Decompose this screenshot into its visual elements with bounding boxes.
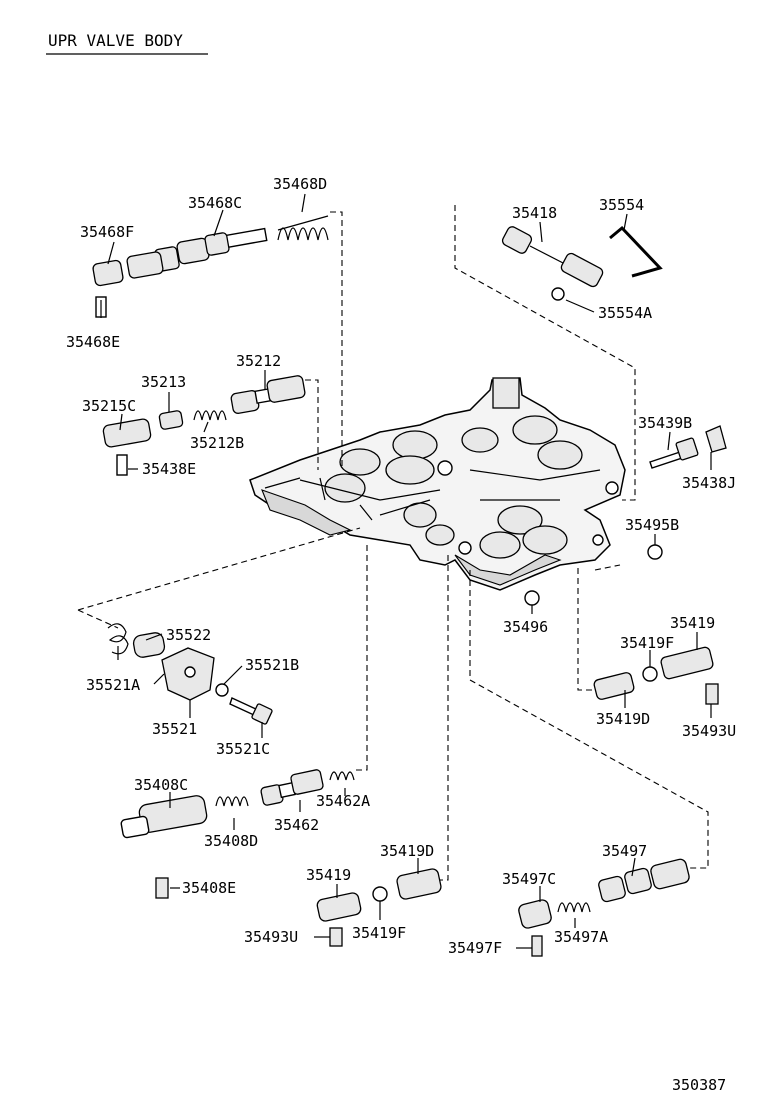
label-35419F-right: 35419F xyxy=(620,634,674,652)
label-35468E: 35468E xyxy=(66,333,120,351)
label-35468C: 35468C xyxy=(188,194,242,212)
part-35468F-plug xyxy=(92,251,164,287)
part-35213-valve xyxy=(158,410,184,430)
label-35554: 35554 xyxy=(599,196,644,214)
label-35554A: 35554A xyxy=(598,304,652,322)
part-35438E-clip xyxy=(116,454,128,476)
upper-valve-body xyxy=(249,377,626,591)
label-35408E: 35408E xyxy=(182,879,236,897)
label-35497: 35497 xyxy=(602,842,647,860)
part-35496-ball xyxy=(524,590,540,606)
label-35408D: 35408D xyxy=(204,832,258,850)
part-35522-roller xyxy=(132,632,166,658)
part-35215C-plug xyxy=(102,418,152,448)
label-35462A: 35462A xyxy=(316,792,370,810)
part-35419-right-plug xyxy=(660,646,714,680)
part-35439B-bolt xyxy=(649,437,699,469)
label-leader-lines xyxy=(100,193,712,949)
label-35418: 35418 xyxy=(512,204,557,222)
part-35462-valve xyxy=(260,769,324,806)
label-35419F-bottom: 35419F xyxy=(352,924,406,942)
label-35212B: 35212B xyxy=(190,434,244,452)
part-35493U-right-clip xyxy=(705,683,719,705)
label-35213: 35213 xyxy=(141,373,186,391)
label-35419-right: 35419 xyxy=(670,614,715,632)
label-35497A: 35497A xyxy=(554,928,608,946)
label-35408C: 35408C xyxy=(134,776,188,794)
part-35438J-clip xyxy=(705,425,727,453)
label-35493U-right: 35493U xyxy=(682,722,736,740)
label-35468F: 35468F xyxy=(80,223,134,241)
leader-dashed-lines xyxy=(77,205,709,881)
part-35493U-bottom-clip xyxy=(329,927,343,947)
label-35497F: 35497F xyxy=(448,939,502,957)
part-35408D-spring xyxy=(215,796,249,807)
label-35521C: 35521C xyxy=(216,740,270,758)
label-35215C: 35215C xyxy=(82,397,136,415)
part-35408E-clip xyxy=(155,877,169,899)
label-35438J: 35438J xyxy=(682,474,736,492)
part-35521-detent-plate xyxy=(161,647,215,701)
part-35497-valve xyxy=(598,858,690,903)
label-35438E: 35438E xyxy=(142,460,196,478)
part-35495B-ball xyxy=(647,544,663,560)
part-35521B-washer xyxy=(215,683,229,697)
part-35462A-spring xyxy=(329,771,355,781)
part-35554A-clip xyxy=(551,287,565,301)
label-35439B: 35439B xyxy=(638,414,692,432)
part-35408C-plug xyxy=(120,795,208,839)
label-35521B: 35521B xyxy=(245,656,299,674)
label-35419D-right: 35419D xyxy=(596,710,650,728)
label-35497C: 35497C xyxy=(502,870,556,888)
part-number-labels: 35468D 35468C 35468F 35468E 35212 35213 … xyxy=(66,175,736,957)
part-35419-bottom-plug xyxy=(316,892,362,922)
label-35493U-bottom: 35493U xyxy=(244,928,298,946)
part-35554-pin xyxy=(609,225,663,278)
label-35521A: 35521A xyxy=(86,676,140,694)
part-35497C-plug xyxy=(518,899,552,929)
label-35419-bottom: 35419 xyxy=(306,866,351,884)
label-35495B: 35495B xyxy=(625,516,679,534)
part-35419F-bottom-ball xyxy=(372,886,388,902)
label-35419D-bottom: 35419D xyxy=(380,842,434,860)
label-35468D: 35468D xyxy=(273,175,327,193)
part-35419D-right-valve xyxy=(593,672,635,700)
part-35468C-valve xyxy=(154,227,268,272)
part-35419F-right-ball xyxy=(642,666,658,682)
label-35212: 35212 xyxy=(236,352,281,370)
label-35521: 35521 xyxy=(152,720,197,738)
part-35418-valve xyxy=(501,226,604,288)
part-35521A-spring xyxy=(107,623,129,660)
part-35419D-bottom-valve xyxy=(396,868,442,900)
label-35522: 35522 xyxy=(166,626,211,644)
part-35212-valve xyxy=(230,375,306,414)
diagram-title: UPR VALVE BODY xyxy=(48,31,183,50)
part-35497F-clip xyxy=(531,935,543,957)
label-35496: 35496 xyxy=(503,618,548,636)
part-35212B-spring xyxy=(193,410,227,421)
part-35521C-bolt xyxy=(229,697,273,725)
part-35497A-spring xyxy=(557,902,591,913)
label-35462: 35462 xyxy=(274,816,319,834)
part-35468D-spring xyxy=(277,215,329,241)
illustration-number: 350387 xyxy=(672,1076,726,1094)
